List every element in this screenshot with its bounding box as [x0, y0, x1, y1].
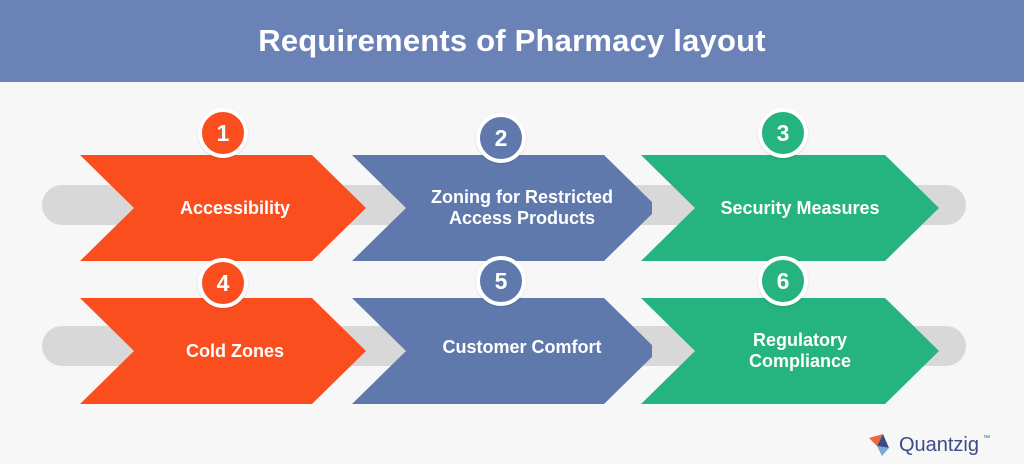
- step-chevron-6: Regulatory Compliance: [641, 298, 941, 404]
- chevron-shape: [352, 155, 652, 261]
- step-label-5: Customer Comfort: [442, 336, 602, 357]
- step-number-badge-5: 5: [476, 256, 526, 306]
- step-chevron-1: Accessibility: [80, 155, 380, 261]
- step-chevron-5: Customer Comfort: [352, 298, 652, 404]
- step-label-1: Accessibility: [179, 197, 291, 218]
- page-title: Requirements of Pharmacy layout: [258, 23, 766, 58]
- chevron-shape: [80, 298, 366, 404]
- chevron-shape: [641, 155, 939, 261]
- step-label-3: Security Measures: [720, 197, 880, 218]
- quantzig-logo: Quantzig ™: [868, 432, 990, 458]
- chevron-shape: [641, 298, 939, 404]
- step-label-2: Zoning for Restricted Access Products: [430, 187, 613, 228]
- step-label-6: Regulatory Compliance: [748, 330, 852, 371]
- logo-text: Quantzig: [898, 433, 979, 456]
- step-number-badge-2: 2: [476, 113, 526, 163]
- step-number-badge-4: 4: [198, 258, 248, 308]
- step-chevron-2: Zoning for Restricted Access Products: [352, 155, 652, 261]
- chevron-shape: [80, 155, 366, 261]
- step-chevron-4: Cold Zones: [80, 298, 380, 404]
- step-number-badge-6: 6: [758, 256, 808, 306]
- step-chevron-3: Security Measures: [641, 155, 941, 261]
- header-banner: Requirements of Pharmacy layout: [0, 0, 1024, 82]
- step-number-badge-1: 1: [198, 108, 248, 158]
- step-label-4: Cold Zones: [186, 340, 284, 361]
- step-number-badge-3: 3: [758, 108, 808, 158]
- quantzig-logo-icon: [868, 434, 889, 456]
- chevron-shape: [352, 298, 652, 404]
- logo-trademark: ™: [983, 435, 990, 442]
